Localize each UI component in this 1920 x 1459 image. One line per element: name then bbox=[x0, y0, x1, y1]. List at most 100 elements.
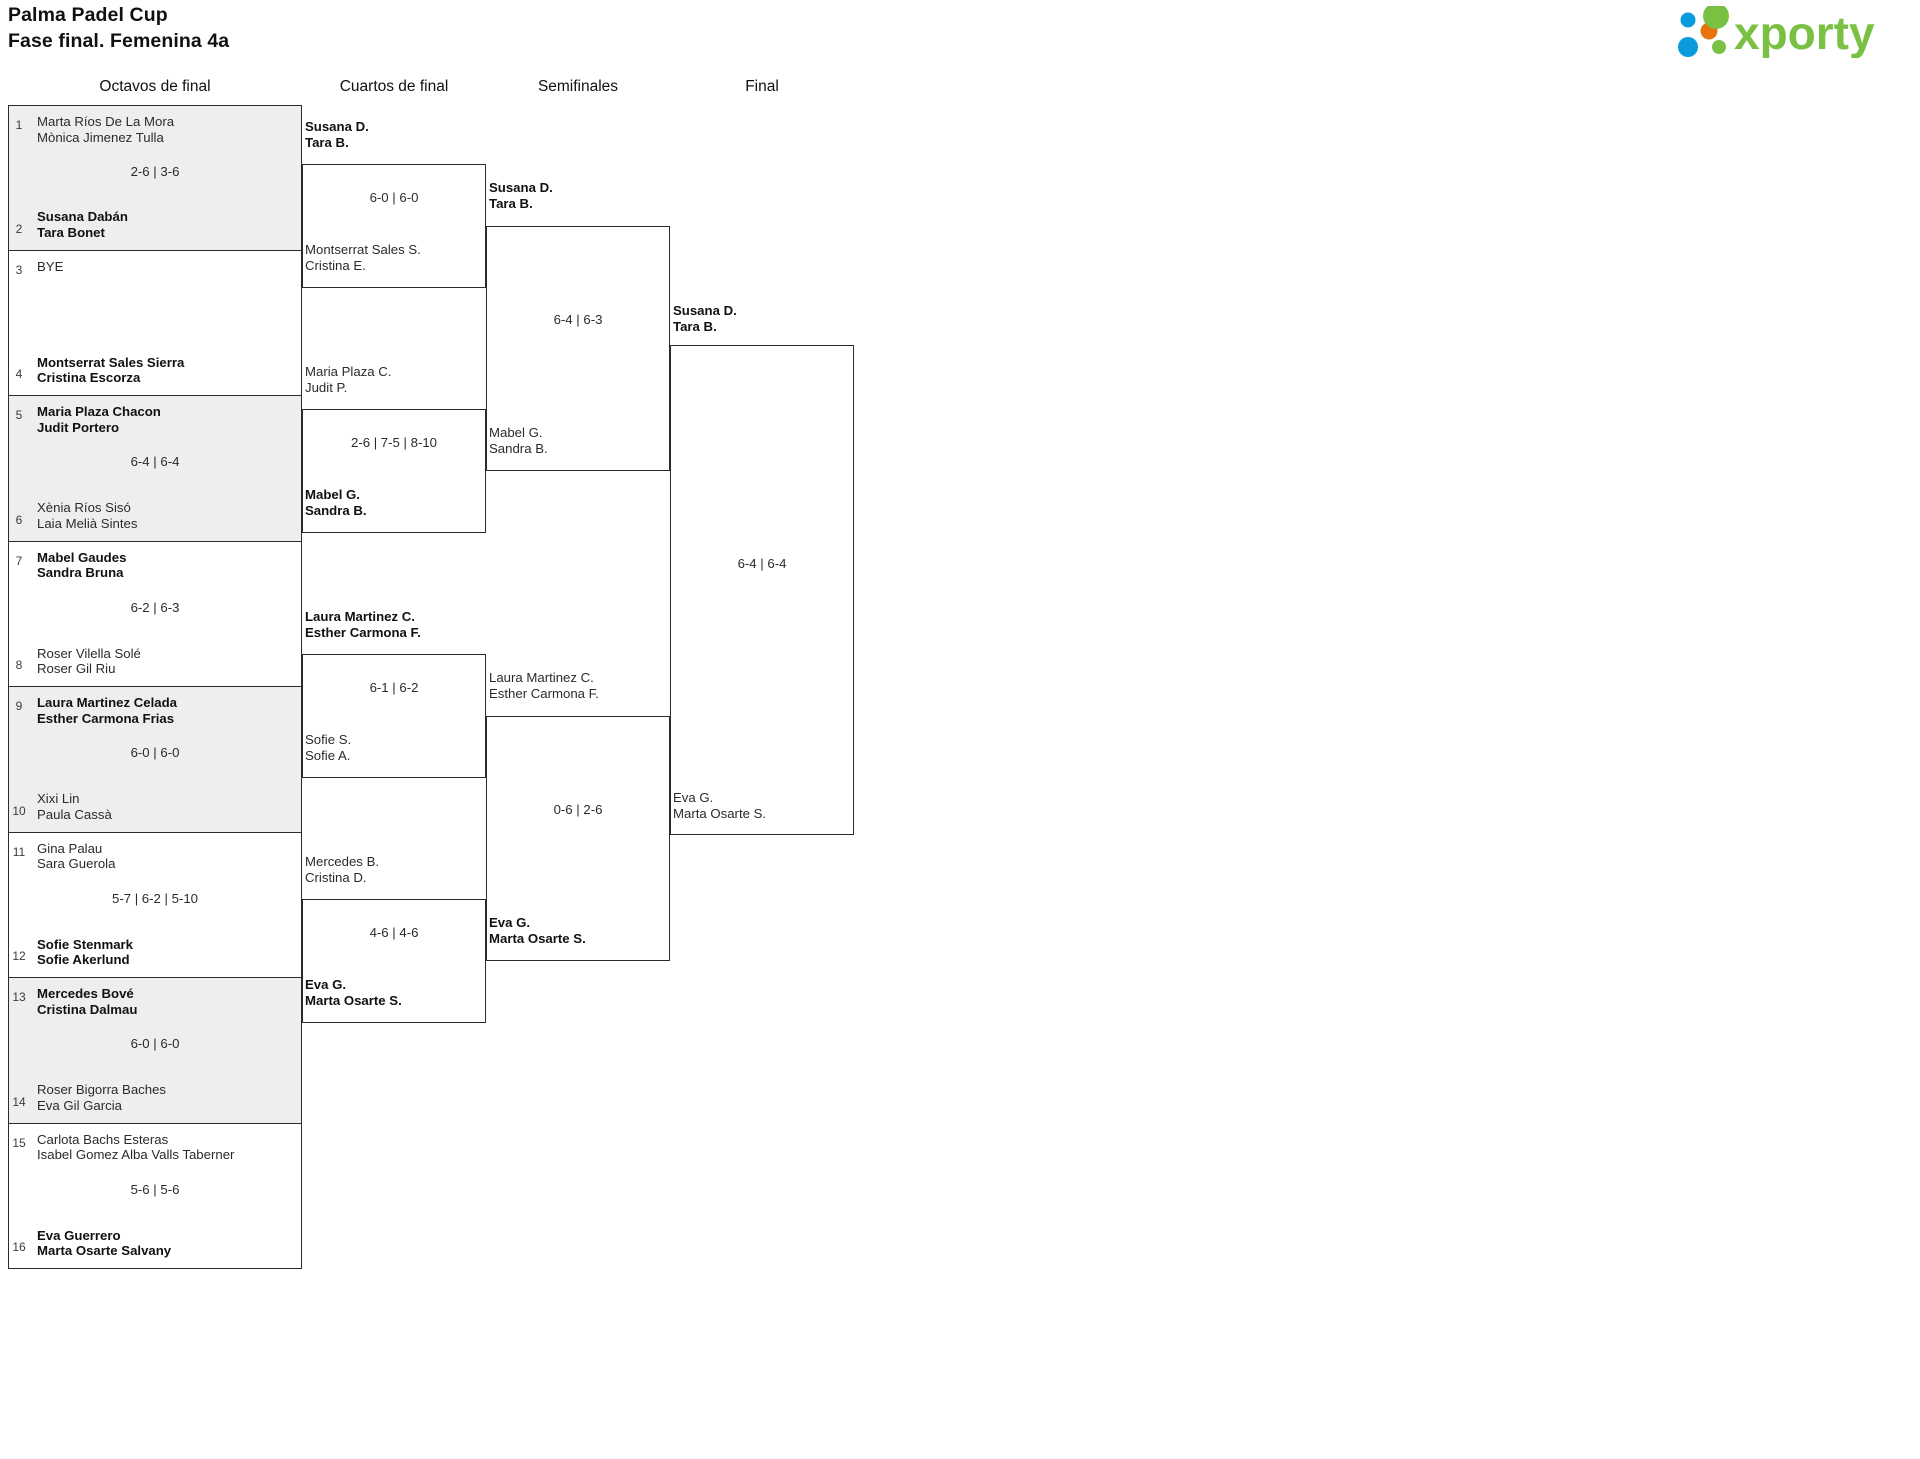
round-header-cuartos: Cuartos de final bbox=[339, 78, 449, 95]
qf-slot-winner[interactable]: Laura Martinez C. Esther Carmona F. bbox=[305, 609, 421, 640]
player-name: Judit P. bbox=[305, 379, 348, 395]
player-name: Marta Osarte S. bbox=[489, 930, 586, 946]
sf-match-box[interactable]: 6-4 | 6-3 bbox=[486, 226, 670, 471]
sf-slot[interactable]: Mabel G. Sandra B. bbox=[489, 425, 548, 456]
team-entry[interactable]: Roser Bigorra Baches Eva Gil Garcia bbox=[17, 1082, 297, 1113]
player-name: Marta Osarte Salvany bbox=[37, 1243, 172, 1259]
player-name: Laia Melià Sintes bbox=[37, 515, 138, 531]
seed-number: 14 bbox=[12, 1094, 26, 1109]
qf-match-box[interactable]: 6-0 | 6-0 bbox=[302, 164, 486, 288]
team-entry[interactable]: Mabel Gaudes Sandra Bruna bbox=[17, 550, 297, 581]
qf-slot[interactable]: Montserrat Sales S. Cristina E. bbox=[305, 242, 421, 273]
seed-number: 15 bbox=[12, 1135, 26, 1150]
match-score: 2-6 | 7-5 | 8-10 bbox=[350, 435, 438, 450]
seed-number: 4 bbox=[15, 367, 23, 381]
player-name: Eva Guerrero bbox=[37, 1227, 121, 1243]
match-score: 6-2 | 6-3 bbox=[130, 599, 180, 615]
r16-match[interactable]: 3 BYE 4 Montserrat Sales Sierra Cristina… bbox=[8, 250, 302, 396]
qf-slot-winner[interactable]: Susana D. Tara B. bbox=[305, 119, 369, 150]
team-entry[interactable]: Xixi Lin Paula Cassà bbox=[17, 791, 297, 822]
match-score: 2-6 | 3-6 bbox=[130, 164, 180, 179]
r16-match[interactable]: 7 Mabel Gaudes Sandra Bruna 6-2 | 6-3 8 … bbox=[8, 541, 302, 687]
svg-text:xporty: xporty bbox=[1734, 7, 1875, 58]
round-header-octavos: Octavos de final bbox=[99, 78, 211, 95]
player-name: Laura Martinez C. bbox=[489, 670, 594, 685]
team-entry[interactable]: Laura Martinez Celada Esther Carmona Fri… bbox=[17, 695, 297, 726]
player-name: Mònica Jimenez Tulla bbox=[37, 129, 164, 145]
match-score: 4-6 | 4-6 bbox=[369, 925, 419, 940]
player-name: Esther Carmona Frias bbox=[37, 710, 175, 726]
player-name: Tara B. bbox=[673, 318, 717, 334]
player-name: Maria Plaza C. bbox=[305, 364, 392, 379]
match-score: 6-1 | 6-2 bbox=[369, 680, 419, 695]
qf-match-box[interactable]: 6-1 | 6-2 bbox=[302, 654, 486, 778]
qf-slot-winner[interactable]: Mabel G. Sandra B. bbox=[305, 487, 367, 518]
team-entry[interactable]: Sofie Stenmark Sofie Akerlund bbox=[17, 937, 297, 968]
team-entry[interactable]: Carlota Bachs Esteras Isabel Gomez Alba … bbox=[17, 1132, 297, 1163]
team-entry[interactable]: Mercedes Bové Cristina Dalmau bbox=[17, 986, 297, 1017]
seed-number: 5 bbox=[15, 408, 23, 422]
sf-slot-winner[interactable]: Susana D. Tara B. bbox=[489, 180, 553, 211]
seed-number: 3 bbox=[15, 262, 23, 277]
round-header-semifinales: Semifinales bbox=[537, 78, 619, 95]
team-entry[interactable]: Marta Ríos De La Mora Mònica Jimenez Tul… bbox=[17, 114, 297, 145]
player-name: Sofie Stenmark bbox=[37, 936, 134, 952]
team-entry[interactable]: Roser Vilella Solé Roser Gil Riu bbox=[17, 646, 297, 677]
match-score: 6-4 | 6-4 bbox=[737, 556, 787, 571]
r16-match[interactable]: 1 Marta Ríos De La Mora Mònica Jimenez T… bbox=[8, 105, 302, 251]
seed-number: 2 bbox=[15, 221, 23, 236]
team-entry[interactable]: Susana Dabán Tara Bonet bbox=[17, 209, 297, 240]
champion-slot[interactable]: Susana D. Tara B. bbox=[673, 303, 737, 334]
sf-slot-winner[interactable]: Eva G. Marta Osarte S. bbox=[489, 915, 586, 946]
tournament-phase: Fase final. Femenina 4a bbox=[8, 30, 230, 52]
qf-slot[interactable]: Mercedes B. Cristina D. bbox=[305, 854, 379, 885]
player-name: Eva Gil Garcia bbox=[37, 1097, 123, 1113]
qf-slot[interactable]: Sofie S. Sofie A. bbox=[305, 732, 351, 763]
seed-number: 10 bbox=[12, 803, 26, 818]
match-score: 6-4 | 6-4 bbox=[130, 454, 180, 469]
player-name: Susana D. bbox=[305, 119, 369, 134]
match-score: 6-0 | 6-0 bbox=[369, 190, 419, 205]
player-name: Cristina Dalmau bbox=[37, 1001, 138, 1017]
player-name: Sofie S. bbox=[305, 732, 352, 747]
team-entry[interactable]: Eva Guerrero Marta Osarte Salvany bbox=[17, 1228, 297, 1259]
player-name: Mabel G. bbox=[489, 425, 543, 440]
match-score: 0-6 | 2-6 bbox=[553, 802, 603, 817]
player-name: Sandra Bruna bbox=[37, 565, 124, 581]
seed-number: 13 bbox=[12, 990, 26, 1004]
team-entry[interactable]: Montserrat Sales Sierra Cristina Escorza bbox=[17, 355, 297, 386]
player-name: Tara Bonet bbox=[37, 224, 105, 240]
team-entry[interactable]: Xènia Ríos Sisó Laia Melià Sintes bbox=[17, 500, 297, 531]
r16-match[interactable]: 5 Maria Plaza Chacon Judit Portero 6-4 |… bbox=[8, 396, 302, 542]
player-name: Marta Ríos De La Mora bbox=[37, 114, 175, 129]
player-name: Laura Martinez Celada bbox=[37, 695, 177, 710]
r16-match[interactable]: 15 Carlota Bachs Esteras Isabel Gomez Al… bbox=[8, 1123, 302, 1269]
tournament-name: Palma Padel Cup bbox=[8, 4, 168, 26]
sf-match-box[interactable]: 0-6 | 2-6 bbox=[486, 716, 670, 961]
final-match-box[interactable]: 6-4 | 6-4 bbox=[670, 345, 854, 835]
qf-slot-winner[interactable]: Eva G. Marta Osarte S. bbox=[305, 977, 402, 1008]
final-runner-up-slot[interactable]: Eva G. Marta Osarte S. bbox=[673, 790, 766, 821]
player-name: Susana D. bbox=[673, 303, 737, 318]
seed-number: 9 bbox=[15, 699, 23, 713]
qf-match-box[interactable]: 4-6 | 4-6 bbox=[302, 899, 486, 1023]
team-entry[interactable]: Maria Plaza Chacon Judit Portero bbox=[17, 404, 297, 435]
player-name: Eva G. bbox=[489, 915, 531, 930]
qf-slot[interactable]: Maria Plaza C. Judit P. bbox=[305, 364, 391, 395]
match-score: 5-7 | 6-2 | 5-10 bbox=[111, 890, 199, 906]
round-of-16-column: 1 Marta Ríos De La Mora Mònica Jimenez T… bbox=[8, 105, 302, 1269]
player-name: Carlota Bachs Esteras bbox=[37, 1131, 169, 1147]
player-name: Cristina Escorza bbox=[37, 370, 141, 386]
r16-match[interactable]: 13 Mercedes Bové Cristina Dalmau 6-0 | 6… bbox=[8, 978, 302, 1124]
r16-match[interactable]: 9 Laura Martinez Celada Esther Carmona F… bbox=[8, 687, 302, 833]
sf-slot[interactable]: Laura Martinez C. Esther Carmona F. bbox=[489, 670, 599, 701]
player-name: Eva G. bbox=[673, 790, 714, 805]
seed-number: 11 bbox=[12, 844, 26, 859]
player-name: Montserrat Sales S. bbox=[305, 242, 421, 257]
r16-match[interactable]: 11 Gina Palau Sara Guerola 5-7 | 6-2 | 5… bbox=[8, 832, 302, 978]
player-name: Montserrat Sales Sierra bbox=[37, 354, 185, 370]
player-name: Laura Martinez C. bbox=[305, 609, 415, 624]
team-entry[interactable]: Gina Palau Sara Guerola bbox=[17, 841, 297, 872]
player-name: Mabel Gaudes bbox=[37, 549, 127, 565]
qf-match-box[interactable]: 2-6 | 7-5 | 8-10 bbox=[302, 409, 486, 533]
